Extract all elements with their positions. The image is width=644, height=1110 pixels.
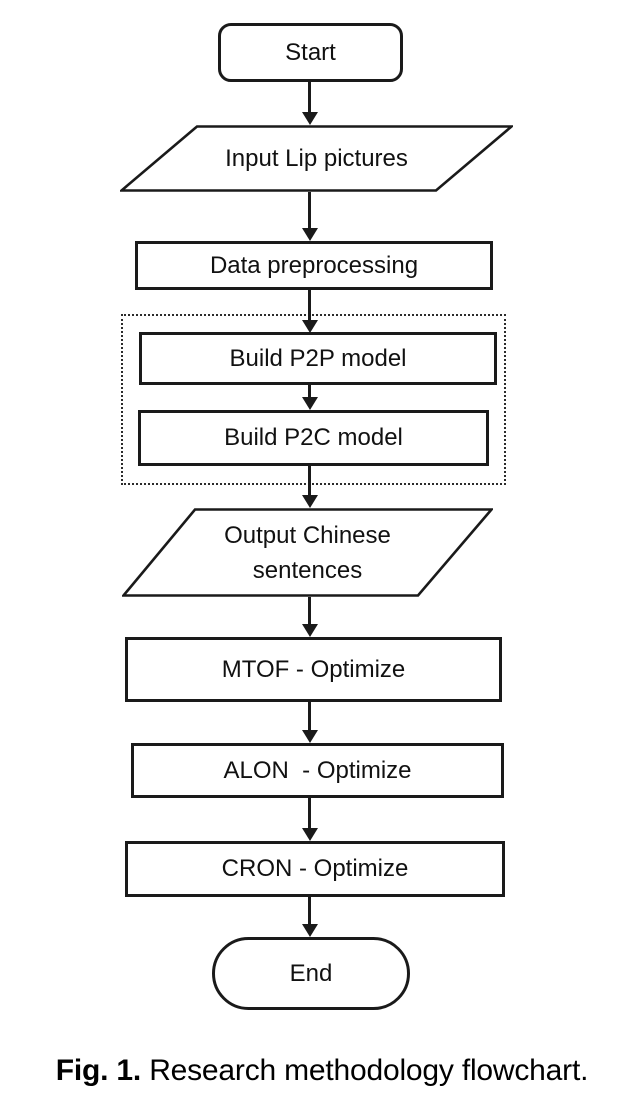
node-alon-label: ALON - Optimize <box>223 756 412 784</box>
node-p2p-label: Build P2P model <box>229 344 407 372</box>
node-alon-optimize: ALON - Optimize <box>131 743 504 798</box>
node-preprocess-label: Data preprocessing <box>209 251 419 279</box>
arrow-start-to-input <box>308 82 311 112</box>
node-p2c-label: Build P2C model <box>224 424 403 451</box>
node-build-p2c-model: Build P2C model <box>138 410 489 466</box>
parallelogram-shape <box>122 508 493 597</box>
arrow-p2c-to-output <box>308 466 311 495</box>
node-cron-optimize: CRON - Optimize <box>125 841 505 897</box>
arrow-input-to-preprocess <box>308 192 311 228</box>
node-end-label: End <box>289 959 333 987</box>
figure-caption-number: Fig. 1. <box>55 1054 142 1087</box>
node-start: Start <box>218 23 403 82</box>
node-output-label-line2: sentences <box>252 556 363 584</box>
node-output-chinese-sentences: Output Chinese sentences <box>122 508 493 597</box>
arrow-p2p-to-p2c <box>308 385 311 397</box>
node-data-preprocessing: Data preprocessing <box>135 241 493 290</box>
model-building-group-outline <box>121 314 506 485</box>
arrow-alon-to-cron <box>308 798 311 828</box>
node-output-label: Output Chinese sentences <box>224 518 391 588</box>
figure-caption-text: Research methodology flowchart. <box>149 1054 589 1087</box>
node-build-p2p-model: Build P2P model <box>139 332 497 385</box>
node-end: End <box>212 937 410 1010</box>
arrow-preprocess-to-p2p <box>308 290 311 320</box>
node-start-label: Start <box>285 38 336 66</box>
figure-caption: Fig. 1. Research methodology flowchart. <box>0 1054 644 1088</box>
node-input-lip-pictures: Input Lip pictures <box>120 125 513 192</box>
node-output-label-line1: Output Chinese <box>224 521 391 549</box>
arrow-output-to-mtof <box>308 597 311 624</box>
node-mtof-optimize: MTOF - Optimize <box>125 637 502 702</box>
arrow-mtof-to-alon <box>308 702 311 730</box>
parallelogram-shape <box>120 125 513 192</box>
node-mtof-label: MTOF - Optimize <box>221 655 406 683</box>
arrow-cron-to-end <box>308 897 311 924</box>
node-input-label: Input Lip pictures <box>225 144 408 172</box>
node-cron-label: CRON - Optimize <box>221 855 409 882</box>
